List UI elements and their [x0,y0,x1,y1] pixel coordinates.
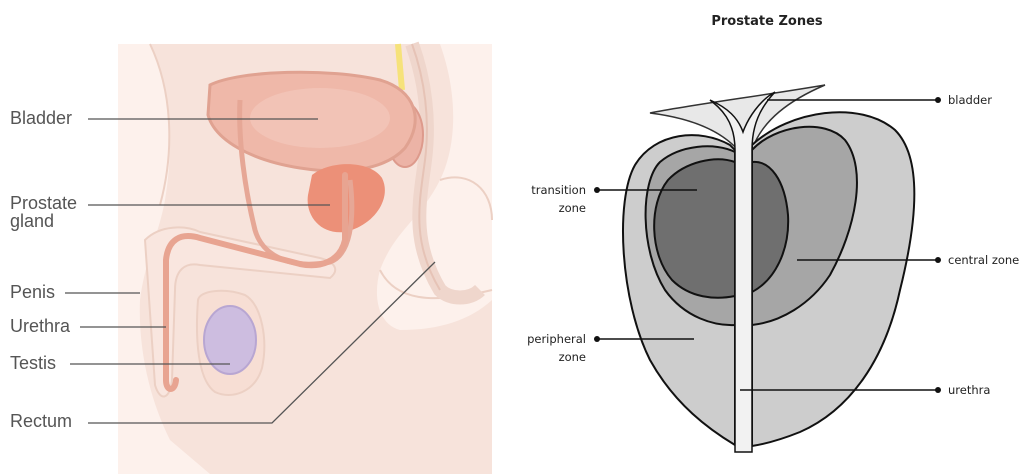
ureter [398,44,402,90]
zone-label-bladder: bladder [948,93,992,107]
urethra-dot [935,387,941,393]
bladder-inner [250,88,390,148]
zone-label-transition-line1: transition [531,183,586,197]
zone-label-transition-line2: zone [559,201,586,215]
label-prostate-line1: Prostate [10,193,77,213]
label-testis: Testis [10,353,56,373]
zones-title: Prostate Zones [711,14,823,29]
label-rectum: Rectum [10,411,72,431]
label-bladder: Bladder [10,108,72,128]
label-urethra: Urethra [10,316,71,336]
zone-label-central: central zone [948,253,1019,267]
transition-dot [594,187,600,193]
zone-label-peripheral-line1: peripheral [527,332,586,346]
zones-diagram [623,85,914,452]
anatomy-illustration [118,44,492,474]
central-dot [935,257,941,263]
label-prostate-line2: gland [10,211,54,231]
zone-label-urethra: urethra [948,383,990,397]
label-penis: Penis [10,282,55,302]
anatomy-labels: Bladder Prostate gland Penis Urethra Tes… [10,108,77,431]
peripheral-dot [594,336,600,342]
zone-label-peripheral-line2: zone [559,350,586,364]
bladder-dot [935,97,941,103]
